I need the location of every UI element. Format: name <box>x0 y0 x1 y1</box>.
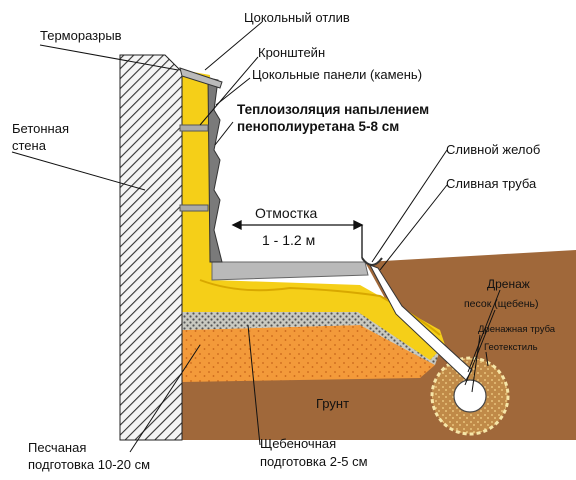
label-sand-bed-line2: подготовка 10-20 см <box>28 457 150 472</box>
label-insulation-line1: Теплоизоляция напылением <box>237 102 429 117</box>
label-concrete-wall-line2: стена <box>12 138 47 153</box>
leader-sand-bed <box>129 344 201 453</box>
brackets <box>179 124 209 212</box>
bracket-top <box>179 124 209 132</box>
plinth-drip <box>179 67 223 89</box>
label-drainage-pipe: Дренажная труба <box>478 324 556 335</box>
label-plinth-drip: Цокольный отлив <box>244 10 350 25</box>
leader-drainage <box>467 289 501 373</box>
blind-area-slab <box>211 261 369 281</box>
label-gravel-bed-line2: подготовка 2-5 см <box>260 454 368 469</box>
plinth-panels <box>207 77 223 263</box>
drain-pipe-shape <box>368 264 473 381</box>
leader-gravel-bed <box>247 324 261 446</box>
drainage-pipe-shape <box>453 379 487 413</box>
leader-drain-pipe <box>379 184 448 271</box>
label-sand-bed-line1: Песчаная <box>28 440 86 455</box>
leader-drainage-pipe <box>471 334 481 393</box>
label-plinth-panels: Цокольные панели (камень) <box>252 67 422 82</box>
leader-drain-gutter <box>371 149 448 263</box>
label-drainage: Дренаж <box>487 277 530 291</box>
label-concrete-wall-line1: Бетонная <box>12 121 69 136</box>
label-blind-area: Отмостка <box>255 205 318 221</box>
label-soil: Грунт <box>316 396 349 411</box>
leader-geotextile <box>485 351 489 367</box>
label-thermal-break: Терморазрыв <box>40 28 122 43</box>
leader-plinth-drip <box>204 21 263 71</box>
label-bracket: Кронштейн <box>258 45 325 60</box>
label-drain-gutter: Сливной желоб <box>446 142 540 157</box>
leader-bracket <box>199 56 259 126</box>
label-blind-area-width: 1 - 1.2 м <box>262 232 315 248</box>
bracket-bottom <box>179 204 209 212</box>
label-gravel-bed-line1: Щебеночная <box>260 436 336 451</box>
leader-concrete-wall <box>11 151 146 191</box>
label-geotextile: Геотекстиль <box>484 342 538 353</box>
insulation-layer <box>182 70 445 360</box>
label-sand-gravel: песок (щебень) <box>464 298 538 310</box>
sand-bed <box>182 325 435 382</box>
label-drain-pipe: Сливная труба <box>446 176 537 191</box>
leader-sand-gravel <box>464 309 496 386</box>
leader-insulation <box>214 121 234 146</box>
blind-area-dimension <box>231 219 364 258</box>
concrete-wall <box>119 54 183 441</box>
leader-plinth-panels <box>215 77 251 106</box>
label-insulation-line2: пенополиуретана 5-8 см <box>237 119 399 134</box>
leader-thermal-break <box>39 44 179 71</box>
